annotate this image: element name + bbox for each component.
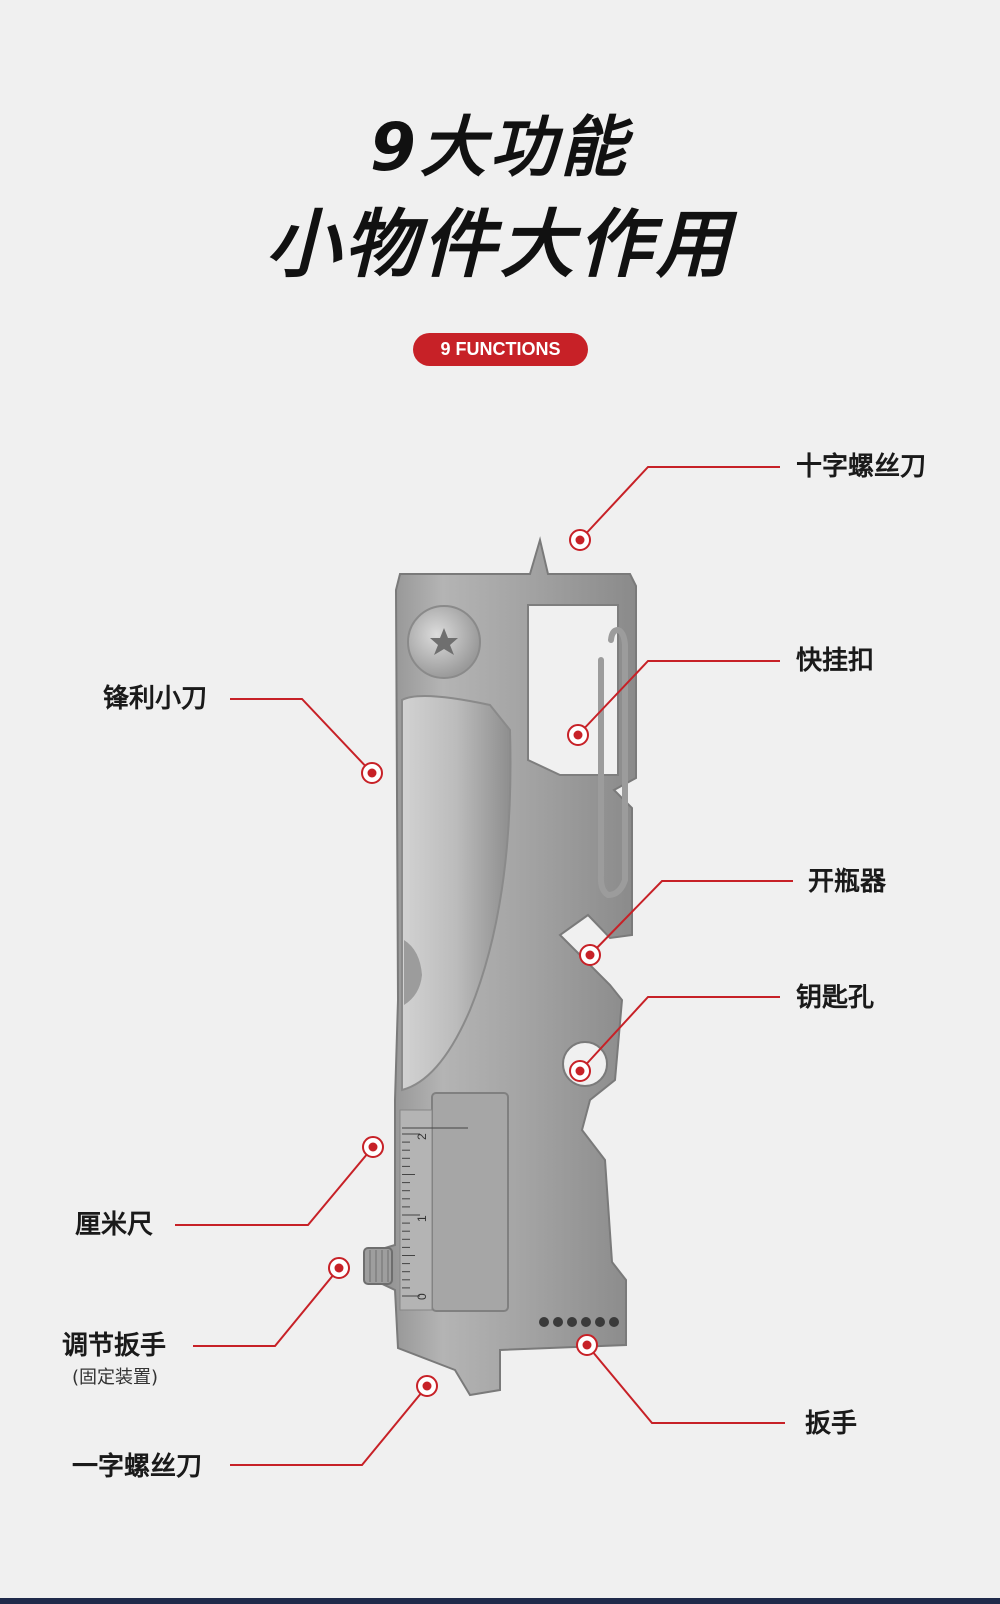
marker-dot-phillips-screwdriver	[575, 535, 585, 545]
multitool-body	[363, 536, 637, 1397]
marker-dot-sharp-knife	[367, 768, 377, 778]
label-flat-screwdriver: 一字螺丝刀	[72, 1452, 203, 1482]
marker-dot-adjustable-wrench	[334, 1263, 344, 1273]
marker-dot-ruler	[368, 1142, 378, 1152]
marker-dot-key-hole	[575, 1066, 585, 1076]
ruler-scale	[402, 1127, 468, 1297]
label-ruler: 厘米尺	[75, 1210, 154, 1240]
label-phillips-screwdriver: 十字螺丝刀	[796, 452, 927, 482]
label-wrench: 扳手	[805, 1409, 858, 1439]
label-quick-clip: 快挂扣	[796, 646, 875, 676]
label-adjustable-wrench-note: (固定装置)	[72, 1367, 159, 1388]
marker-dot-wrench	[582, 1340, 592, 1350]
leader-lines	[175, 466, 793, 1466]
bottom-bar	[0, 1598, 1000, 1604]
leader-line-quick-clip	[577, 660, 780, 736]
callout-markers	[328, 529, 601, 1397]
title-line-2: 小物件大作用	[266, 202, 734, 288]
leader-line-sharp-knife	[230, 698, 373, 774]
leader-line-flat-screwdriver	[230, 1385, 428, 1466]
leader-line-phillips-screwdriver	[579, 466, 780, 541]
marker-dot-flat-screwdriver	[422, 1381, 432, 1391]
label-key-hole: 钥匙孔	[796, 983, 875, 1013]
leader-line-wrench	[586, 1344, 785, 1424]
leader-line-bottle-opener	[589, 880, 793, 956]
label-adjustable-wrench: 调节扳手	[62, 1331, 167, 1361]
label-bottle-opener: 开瓶器	[808, 867, 887, 897]
leader-line-adjustable-wrench	[193, 1267, 340, 1347]
title-line-1: 9大功能	[370, 109, 630, 186]
functions-badge: 9 FUNCTIONS	[413, 333, 588, 366]
marker-dot-bottle-opener	[585, 950, 595, 960]
label-sharp-knife: 锋利小刀	[103, 684, 208, 714]
leader-line-key-hole	[579, 996, 780, 1072]
leader-line-ruler	[175, 1146, 374, 1226]
marker-dot-quick-clip	[573, 730, 583, 740]
